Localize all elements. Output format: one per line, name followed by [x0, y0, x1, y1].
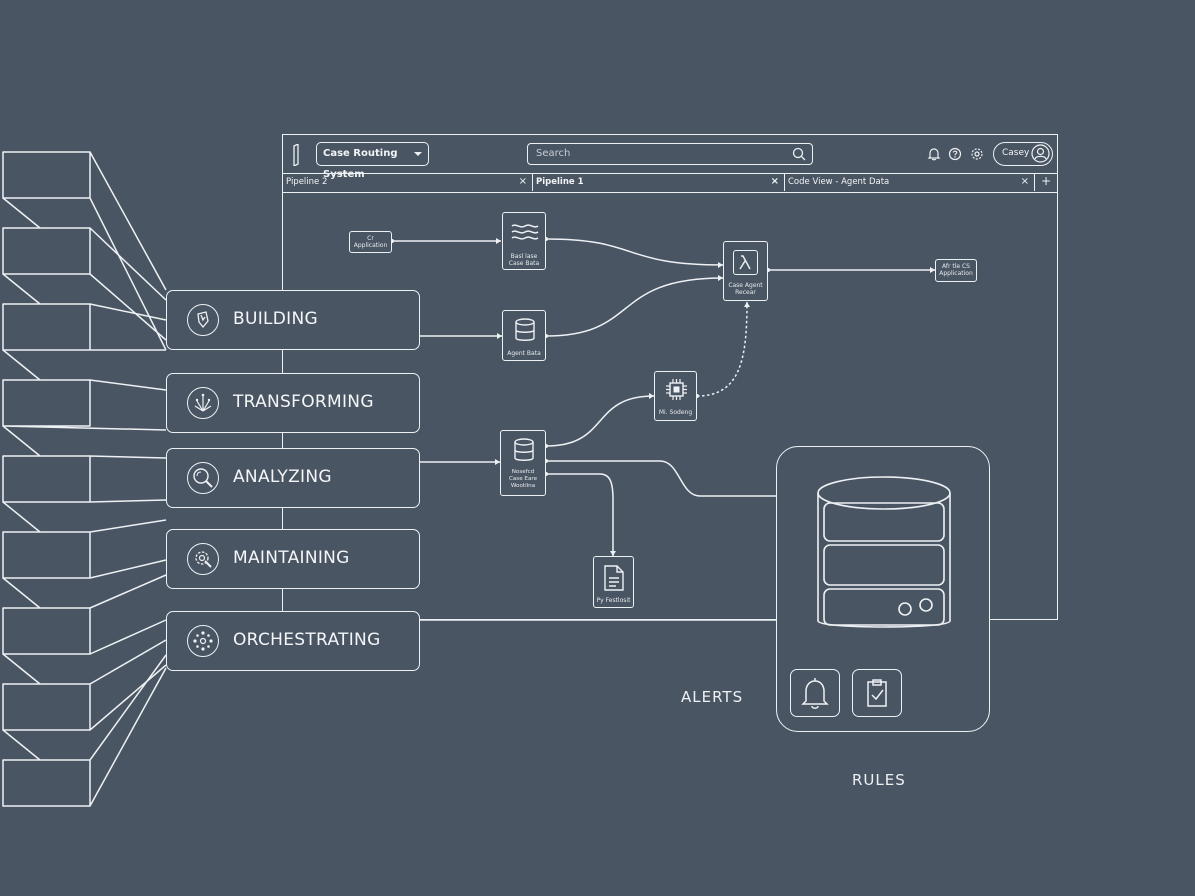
node-case-workflow[interactable]: Nosefcd Case Eare Wootilna [500, 430, 546, 496]
node-report[interactable]: Py Festlosit [593, 556, 634, 608]
category-label: ORCHESTRATING [233, 630, 381, 650]
category-label: ANALYZING [233, 467, 332, 487]
database-icon [515, 318, 535, 341]
category-transforming[interactable]: TRANSFORMING [166, 373, 420, 433]
tab-label: Code View - Agent Data [788, 177, 890, 187]
node-agent-data[interactable]: Agent Bata [502, 310, 546, 361]
node-label: Cr [367, 235, 374, 242]
category-label: BUILDING [233, 309, 318, 329]
add-tab-button[interactable]: + [1040, 174, 1052, 188]
help-icon[interactable] [948, 147, 962, 161]
category-orchestrating[interactable]: ORCHESTRATING [166, 611, 420, 671]
node-case-data[interactable]: Basl lase Case Bata [502, 212, 546, 270]
node-label: Nosefcd [511, 469, 535, 475]
tab-label: Pipeline 1 [536, 177, 584, 187]
rules-button[interactable] [852, 669, 902, 717]
node-ml-scoring[interactable]: Mi. Sodeng [654, 371, 697, 421]
user-menu[interactable]: Casey [993, 142, 1053, 166]
tab-code-view[interactable]: Code View - Agent Data × [785, 174, 1035, 191]
category-maintaining[interactable]: MAINTAINING [166, 529, 420, 589]
clipboard-check-icon [867, 679, 887, 707]
tab-strip: Pipeline 2 × Pipeline 1 × Code View - Ag… [283, 173, 1057, 193]
chip-icon [666, 379, 687, 400]
node-label: Application [353, 242, 388, 249]
search-input[interactable]: Search [527, 143, 813, 165]
system-selector-label: Case Routing System [323, 148, 398, 180]
category-label: MAINTAINING [233, 548, 350, 568]
rules-caption: RULES [852, 771, 906, 789]
node-output-application[interactable]: Afr tle CS Application [935, 259, 977, 282]
node-input-application[interactable]: Cr Application [349, 231, 392, 253]
user-icon [1031, 144, 1050, 163]
tab-pipeline-2[interactable]: Pipeline 2 × [283, 174, 533, 191]
gear-icon[interactable] [970, 147, 984, 161]
tab-pipeline-1[interactable]: Pipeline 1 × [533, 174, 785, 191]
alerts-caption: ALERTS [681, 688, 744, 706]
chevron-down-icon [414, 152, 422, 156]
tab-label: Pipeline 2 [286, 177, 328, 187]
wrench-gear-icon [187, 543, 219, 575]
block-stack [2, 151, 167, 807]
search-icon [792, 147, 806, 161]
app-logo-icon [293, 144, 299, 166]
user-name: Casey [1002, 148, 1030, 158]
network-icon [187, 625, 219, 657]
close-icon[interactable]: × [518, 176, 527, 187]
search-placeholder: Search [536, 148, 571, 159]
document-icon [604, 565, 624, 591]
waves-icon [511, 224, 539, 240]
pipeline-window: Case Routing System Search Casey [282, 134, 1058, 620]
spark-icon [187, 387, 219, 419]
database-icon [817, 476, 951, 628]
node-label: Wootilna [510, 483, 536, 489]
node-label: Case Bata [508, 260, 540, 267]
node-case-agent[interactable]: Case Agent Recear [723, 241, 768, 301]
category-analyzing[interactable]: ANALYZING [166, 448, 420, 508]
lambda-icon [733, 250, 758, 275]
node-label: Case Agent [728, 282, 763, 289]
node-label: Basl lase [510, 253, 538, 260]
magnifier-icon [187, 462, 219, 494]
category-building[interactable]: BUILDING [166, 290, 420, 350]
category-label: TRANSFORMING [233, 392, 374, 412]
database-icon [514, 438, 534, 461]
node-label: Case Eare [508, 476, 538, 482]
rules-panel [776, 446, 990, 732]
node-label: Mi. Sodeng [658, 409, 693, 416]
bell-icon [801, 678, 829, 709]
node-label: Application [939, 270, 973, 277]
node-label: Recear [735, 289, 756, 296]
node-label: Agent Bata [507, 350, 541, 357]
top-bar: Case Routing System Search Casey [283, 135, 1057, 180]
bell-icon[interactable] [927, 147, 941, 161]
system-selector[interactable]: Case Routing System [316, 142, 429, 180]
alerts-button[interactable] [790, 669, 840, 717]
node-label: Py Festlosit [596, 597, 631, 604]
node-label: Afr tle CS [942, 263, 970, 270]
shield-icon [187, 304, 219, 336]
close-icon[interactable]: × [770, 176, 779, 187]
close-icon[interactable]: × [1020, 176, 1029, 187]
